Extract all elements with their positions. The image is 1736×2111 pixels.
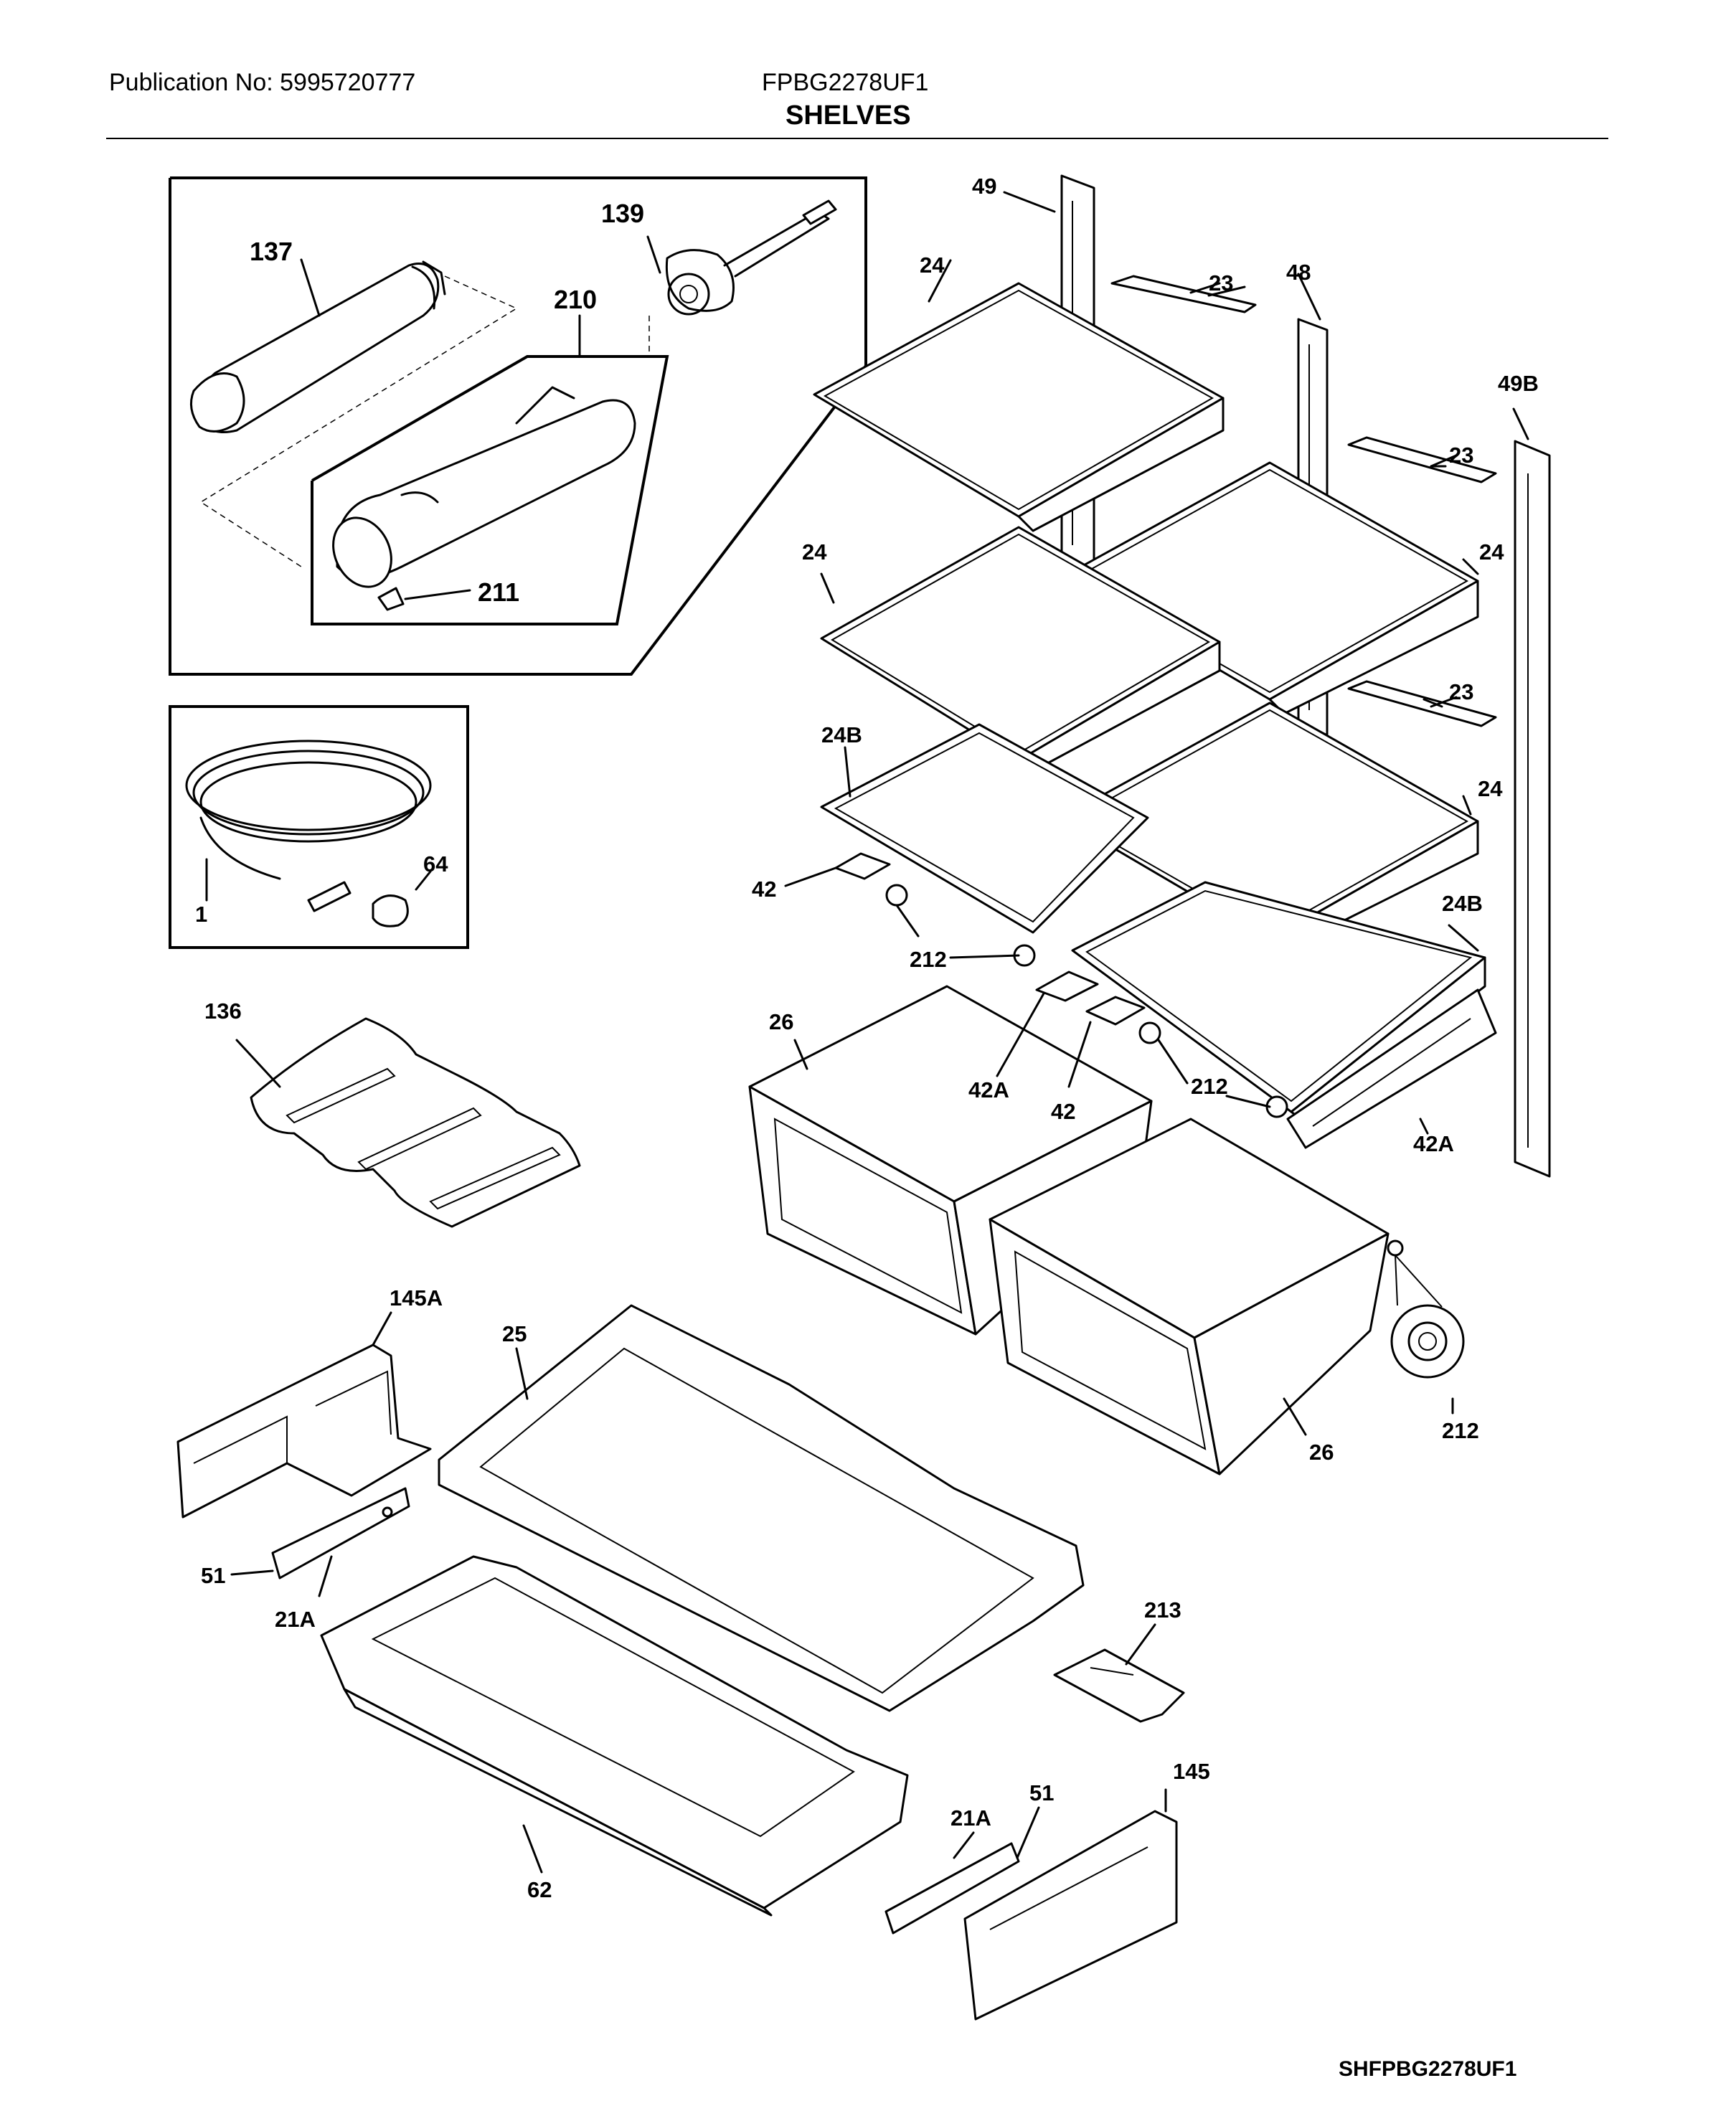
callout-136: 136: [204, 998, 242, 1024]
freezer-basket-62: [320, 1555, 909, 1917]
callout-25: 25: [502, 1321, 527, 1346]
callout-24B-left: 24B: [821, 722, 862, 747]
publication-number: Publication No: 5995720777: [109, 69, 416, 96]
callout-49B: 49B: [1498, 371, 1539, 396]
callout-24-lower-right: 24: [1478, 776, 1503, 801]
water-filter-inset: [169, 176, 867, 676]
callout-23-top: 23: [1209, 270, 1233, 296]
shelf-24a: [813, 282, 1225, 532]
callout-212-upper: 212: [910, 947, 947, 972]
callout-24B-right: 24B: [1442, 891, 1483, 916]
tube-clip-64: [372, 870, 432, 927]
filter-bypass-211: [377, 587, 471, 611]
callout-137: 137: [250, 237, 293, 266]
drawer-rail-145A: [176, 1343, 432, 1519]
callout-210: 210: [554, 285, 597, 314]
shelf-24Ba: [820, 723, 1149, 934]
part-213: [1053, 1648, 1185, 1723]
shelf-support-23b: [1347, 436, 1497, 483]
header-rule: [106, 138, 1608, 139]
roller-212a: [885, 884, 1036, 967]
callout-49: 49: [972, 174, 996, 199]
callout-42-left: 42: [752, 877, 776, 902]
callout-139: 139: [601, 199, 644, 228]
roller-212c: [1387, 1239, 1465, 1379]
callout-64: 64: [423, 851, 448, 877]
tray-136: [235, 1017, 581, 1228]
callout-62: 62: [527, 1877, 552, 1902]
page-title: SHELVES: [786, 100, 911, 131]
callout-23-mid: 23: [1449, 443, 1473, 468]
callout-42A-left: 42A: [968, 1077, 1009, 1102]
callout-26-right: 26: [1309, 1440, 1334, 1465]
callout-212-lower: 212: [1442, 1418, 1479, 1443]
callout-145: 145: [1173, 1759, 1210, 1784]
bracket-42Ab: [1286, 988, 1497, 1149]
rail-49B: [1512, 407, 1551, 1178]
callout-48: 48: [1286, 260, 1311, 285]
filter-head-139: [665, 199, 837, 316]
callout-51-right: 51: [1029, 1780, 1054, 1805]
callout-26-left: 26: [769, 1009, 793, 1034]
filter-cartridge-137: [189, 260, 446, 433]
shelf-support-23a: [1110, 275, 1257, 313]
rail-51a: [271, 1487, 410, 1579]
callout-21A-right: 21A: [950, 1805, 991, 1831]
callout-51-left: 51: [201, 1563, 225, 1588]
callout-212-mid: 212: [1191, 1074, 1228, 1099]
callout-42A-right: 42A: [1413, 1131, 1454, 1156]
callout-23-low: 23: [1449, 679, 1473, 704]
shelf-24c: [820, 526, 1221, 773]
callout-1: 1: [195, 902, 207, 927]
water-tubing-1: [185, 740, 432, 912]
crisper-cover-25: [438, 1304, 1085, 1712]
crisper-drawer-26b: [989, 1118, 1390, 1475]
roller-212b: [1138, 1021, 1288, 1118]
diagram-code: SHFPBG2278UF1: [1339, 2057, 1517, 2081]
bracket-42b: [1085, 996, 1146, 1026]
model-number: FPBG2278UF1: [762, 69, 929, 96]
callout-211: 211: [478, 577, 519, 607]
callout-24-left: 24: [802, 539, 827, 565]
callout-21A-left: 21A: [275, 1607, 316, 1632]
callout-42-mid: 42: [1051, 1099, 1075, 1124]
drawer-rail-145: [963, 1810, 1178, 2021]
callout-145A: 145A: [390, 1285, 443, 1310]
bracket-42Aa: [1035, 971, 1099, 1002]
callout-24-top: 24: [920, 252, 945, 278]
callout-24-right: 24: [1479, 539, 1504, 565]
rail-51b: [884, 1842, 1020, 1935]
tubing-inset: [169, 705, 469, 949]
shelf-24Bb: [1071, 881, 1486, 1124]
callout-213: 213: [1144, 1597, 1181, 1623]
bracket-42a: [834, 852, 891, 880]
filter-cover-210: [332, 386, 636, 588]
